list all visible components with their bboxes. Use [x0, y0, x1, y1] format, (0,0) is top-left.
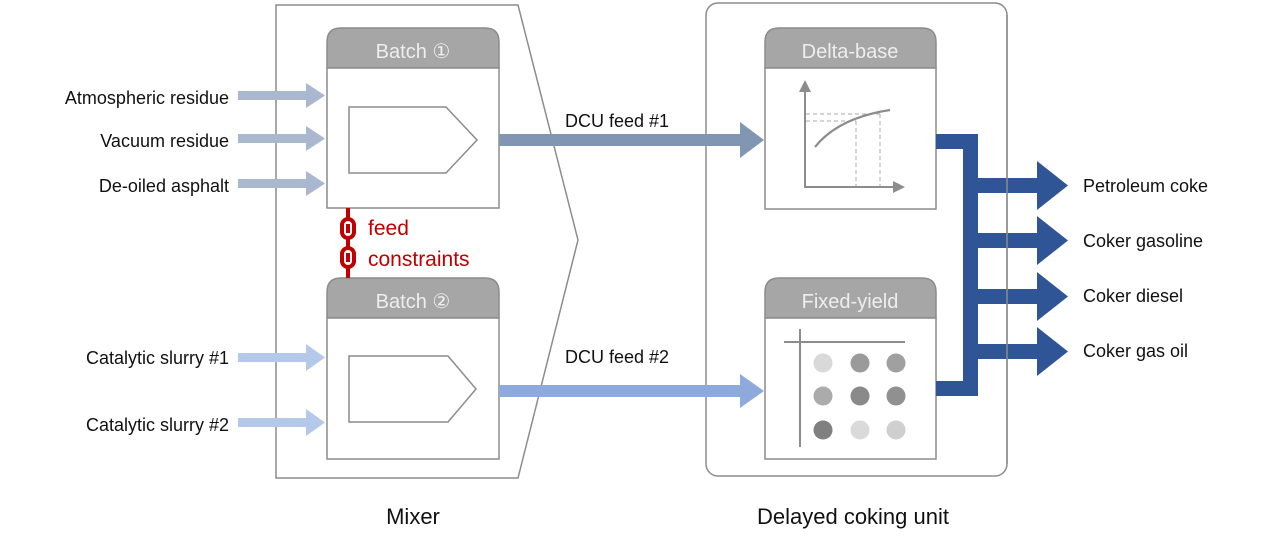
delta-base-header: [764, 27, 937, 69]
matrix-dot: [813, 353, 833, 373]
fixed-yield-title: Fixed-yield: [802, 291, 899, 313]
batch1-body: [326, 67, 500, 209]
feed2-label: DCU feed #2: [565, 347, 669, 367]
input-arrow: [238, 83, 325, 108]
product-label-coker-diesel: Coker diesel: [1083, 286, 1183, 306]
chain-link-icon: [340, 208, 356, 278]
product-label-petroleum-coke: Petroleum coke: [1083, 176, 1208, 196]
feed1-label: DCU feed #1: [565, 111, 669, 131]
input-label-vacuum-residue: Vacuum residue: [100, 131, 229, 151]
feed1-arrow: [499, 122, 764, 158]
input-label-catalytic-slurry-1: Catalytic slurry #1: [86, 348, 229, 368]
batch2-block: Batch ②: [326, 277, 500, 460]
batch2-header: [326, 277, 500, 319]
matrix-dot: [813, 420, 833, 440]
input-arrow: [238, 409, 325, 436]
product-label-coker-gasoline: Coker gasoline: [1083, 231, 1203, 251]
fixed-yield-header: [764, 277, 937, 319]
pentagon-arrow-icon: [348, 355, 477, 423]
constraint-label-line2: constraints: [368, 248, 470, 271]
feed2-arrow: [499, 374, 764, 408]
batch2-title: Batch ②: [376, 291, 451, 313]
fixed-yield-body: [764, 317, 937, 460]
pentagon-arrow-icon: [348, 106, 479, 174]
batch1-title: Batch ①: [376, 41, 451, 63]
matrix-dot: [813, 386, 833, 406]
mixer-container: [275, 4, 579, 479]
mixer-label: Mixer: [386, 504, 440, 529]
matrix-dot: [850, 420, 870, 440]
batch1-block: Batch ①: [326, 27, 500, 209]
dot-matrix-icon: [784, 329, 906, 447]
product-manifold: [936, 134, 978, 396]
input-arrows-group1: [238, 83, 325, 196]
product-label-coker-gas-oil: Coker gas oil: [1083, 341, 1188, 361]
delta-base-body: [764, 67, 937, 210]
delta-base-block: Delta-base: [764, 27, 937, 210]
input-arrows-group2: [238, 344, 325, 436]
batch2-body: [326, 317, 500, 460]
fixed-yield-block: Fixed-yield: [764, 277, 937, 460]
input-arrow: [238, 126, 325, 151]
constraint-label-line1: feed: [368, 217, 409, 240]
matrix-dot: [850, 353, 870, 373]
product-arrow: [978, 161, 1068, 210]
batch1-header: [326, 27, 500, 69]
curve-chart-icon: [799, 80, 905, 193]
matrix-dot: [886, 386, 906, 406]
matrix-dot: [850, 386, 870, 406]
matrix-dot: [886, 353, 906, 373]
product-arrows: [978, 161, 1068, 376]
dcu-label: Delayed coking unit: [757, 504, 949, 529]
delta-base-title: Delta-base: [802, 41, 899, 63]
product-arrow: [978, 272, 1068, 321]
matrix-dot: [886, 420, 906, 440]
product-arrow: [978, 216, 1068, 265]
input-label-de-oiled-asphalt: De-oiled asphalt: [99, 176, 229, 196]
input-label-catalytic-slurry-2: Catalytic slurry #2: [86, 415, 229, 435]
input-arrow: [238, 344, 325, 371]
input-arrow: [238, 171, 325, 196]
product-arrow: [978, 327, 1068, 376]
input-label-atmospheric-residue: Atmospheric residue: [65, 88, 229, 108]
